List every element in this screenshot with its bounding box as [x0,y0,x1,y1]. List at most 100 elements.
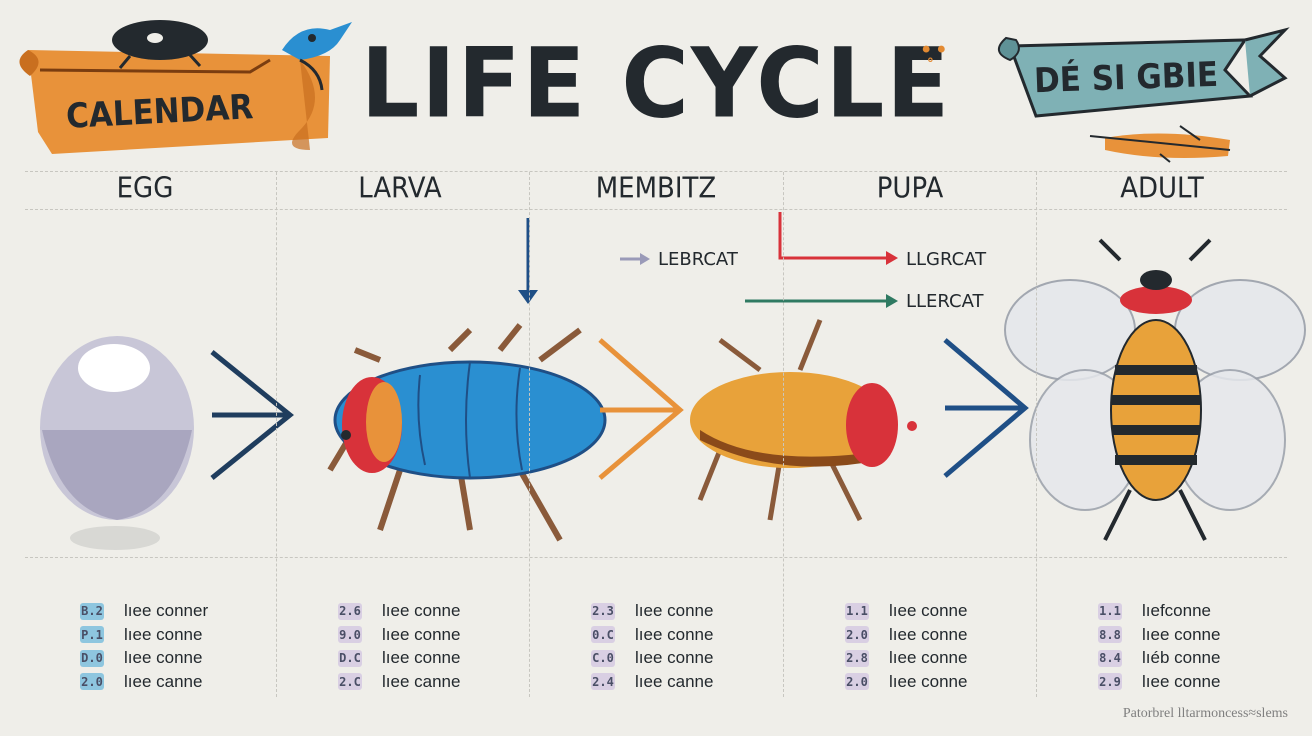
legend-code-badge: 2.0 [845,673,869,690]
blue-bird-icon [282,22,352,91]
legend-item-text: lıee conne [382,624,461,644]
arrow-small-gray [620,253,650,265]
feather-icon [1089,125,1231,163]
legend-item-text: lıee conne [889,624,968,644]
legend-code-badge: 0.C [591,626,615,643]
legend-code-badge: 9.0 [338,626,362,643]
legend-item: 0.C lıee conne [591,624,713,646]
legend-code-badge: 2.8 [845,649,869,667]
legend-code-badge: 8.8 [1098,626,1122,643]
legend-item-text: lıee conne [889,671,968,691]
legend-item-text: lıee conne [124,648,203,667]
beetle-icon [112,20,208,69]
legend-item-text: lıee conne [635,624,714,644]
legend-item: D.C lıee conne [338,647,460,669]
legend-item-text: lıee conne [635,648,714,667]
stage-label-larva: LARVA [358,172,442,206]
legend-code-badge: 2.C [338,673,362,690]
stage-label-adult: ADULT [1120,172,1204,206]
legend-code-badge: D.0 [80,649,104,667]
legend-item-text: lıee conne [382,601,461,620]
legend-item: B.2 lıee conner [80,600,208,622]
legend-code-badge: C.0 [591,649,615,667]
grid-line-header [25,209,1287,210]
legend-code-badge: P.1 [80,626,104,643]
legend-code-badge: 2.0 [80,673,104,690]
legend-code-badge: 8.4 [1098,649,1122,667]
legend-item: 9.0 lıee conne [338,624,460,646]
arrow-egg-larva [210,350,294,480]
legend-column: 1.1 lıefconne 8.8 lıee conne 8.4 lıéb conne 2.… [1098,600,1220,694]
legend-item: 2.3 lıee conne [591,600,713,622]
legend-item: 2.0 lıee canne [80,671,208,693]
legend-item: 8.8 lıee conne [1098,624,1220,646]
grid-divider-2 [529,172,530,697]
legend-item-text: lıefconne [1142,601,1211,620]
legend-item-text: lıee canne [635,671,714,691]
legend-code-badge: B.2 [80,602,104,620]
legend-code-badge: 2.3 [591,602,615,620]
pupa-illustration [690,319,917,522]
legend-item: 2.9 lıee conne [1098,671,1220,693]
legend-item: 1.1 lıefconne [1098,600,1220,622]
accent-dots: •̥ • [922,36,946,63]
legend-item: 1.1 lıee conne [845,600,967,622]
legend-item-text: lıee conne [889,601,968,620]
legend-item: 2.8 lıee conne [845,647,967,669]
legend-item-text: lıee canne [124,671,203,691]
legend-code-badge: 2.0 [845,626,869,643]
footer-credit: Patorbrel lltarmoncess≈slems [1122,706,1288,721]
arrow-label-red: LLGRCAT [906,249,987,270]
egg-illustration [40,336,194,550]
legend-item-text: lıee conne [1142,671,1221,691]
legend-item-text: lıee conne [1142,624,1221,644]
stage-label-pupa: PUPA [876,172,944,206]
legend-item: 2.6 lıee conne [338,600,460,622]
arrow-larva-pupa [598,338,684,480]
legend-item: D.0 lıee conne [80,647,208,669]
legend-code-badge: 1.1 [1098,602,1122,620]
page-title: LIFE CYCLE [360,27,952,140]
arrow-label-gray: LEBRCAT [658,249,738,270]
arrow-pupa-adult [943,338,1029,478]
grid-divider-1 [276,172,277,697]
legend-code-badge: D.C [338,649,362,667]
arrow-red-elbow [778,212,898,265]
legend-item-text: lıee canne [382,671,461,691]
arrow-label-teal: LLERCAT [906,291,984,312]
arrow-teal [745,294,898,308]
legend-code-badge: 1.1 [845,602,869,620]
grid-divider-4 [1036,172,1037,697]
legend-item-text: lıee conne [124,624,203,644]
legend-code-badge: 2.4 [591,673,615,690]
legend-item: 2.C lıee canne [338,671,460,693]
grid-line-top [25,171,1287,172]
legend-item: 2.4 lıee canne [591,671,713,693]
legend-item-text: lıee conne [635,601,714,620]
legend-item-text: lıee conne [382,648,461,667]
design-banner-label: DÉ SI GBIE [1033,54,1219,102]
legend-item: P.1 lıee conne [80,624,208,646]
larva-illustration [327,323,607,542]
grid-divider-3 [783,172,784,697]
legend-code-badge: 2.6 [338,602,362,620]
grid-line-legend [25,557,1287,558]
stage-label-egg: EGG [116,172,174,206]
stage-label-membitz: MEMBITZ [595,172,717,206]
legend-item-text: lıee conne [889,648,968,667]
legend-item: C.0 lıee conne [591,647,713,669]
design-banner [998,27,1290,118]
legend-item: 2.0 lıee conne [845,624,967,646]
legend-code-badge: 2.9 [1098,673,1122,690]
legend-item: 8.4 lıéb conne [1098,647,1220,669]
calendar-banner [19,50,330,154]
adult-fly-illustration [1004,238,1306,541]
legend-item: 2.0 lıee conne [845,671,967,693]
legend-item-text: lıee conner [124,601,209,620]
legend-item-text: lıéb conne [1142,648,1221,667]
